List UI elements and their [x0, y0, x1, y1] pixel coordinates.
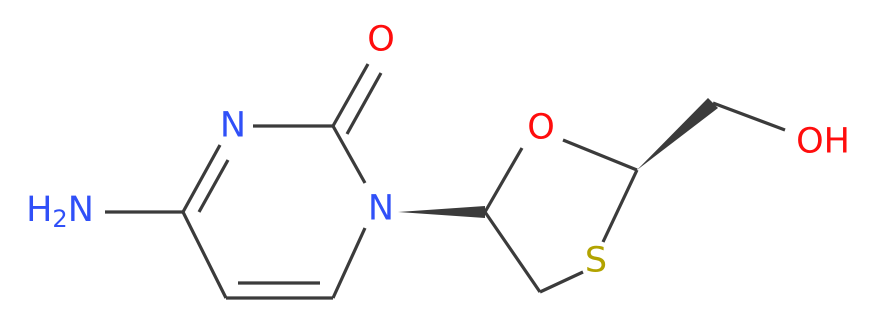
amine-label: H2N — [26, 190, 94, 233]
bond-c5-c4 — [181, 211, 228, 299]
bond-s-c4prime — [539, 270, 584, 294]
bond-ch2-oh — [712, 101, 786, 132]
carbonyl-oxygen-label: O — [367, 19, 395, 60]
bond-c5prime-o — [483, 147, 524, 213]
bond-c2prime-s — [601, 169, 639, 243]
bond-c4prime-c5prime — [483, 211, 542, 293]
bond-c2-o-second — [345, 72, 383, 135]
n1-atom-label: N — [367, 188, 395, 229]
wedge-bond-c2prime-ch2 — [637, 98, 718, 170]
amine-h-label: H — [26, 190, 53, 230]
amine-subscript-label: 2 — [52, 205, 68, 233]
bond-c2-n1 — [331, 125, 367, 184]
ring-oxygen-label: O — [527, 107, 555, 148]
bond-c4-n3-inner — [197, 159, 230, 213]
wedge-bond-n1-c5prime — [398, 206, 485, 218]
bond-o-c2prime — [562, 138, 638, 172]
n3-atom-label: N — [219, 105, 247, 146]
bond-c4-n3 — [181, 144, 222, 213]
bond-n1-c6 — [331, 227, 367, 299]
bond-c2-o — [331, 63, 370, 127]
ring-sulfur-label: S — [584, 240, 608, 281]
hydroxyl-label: OH — [796, 121, 850, 162]
amine-n-label: N — [67, 190, 94, 230]
